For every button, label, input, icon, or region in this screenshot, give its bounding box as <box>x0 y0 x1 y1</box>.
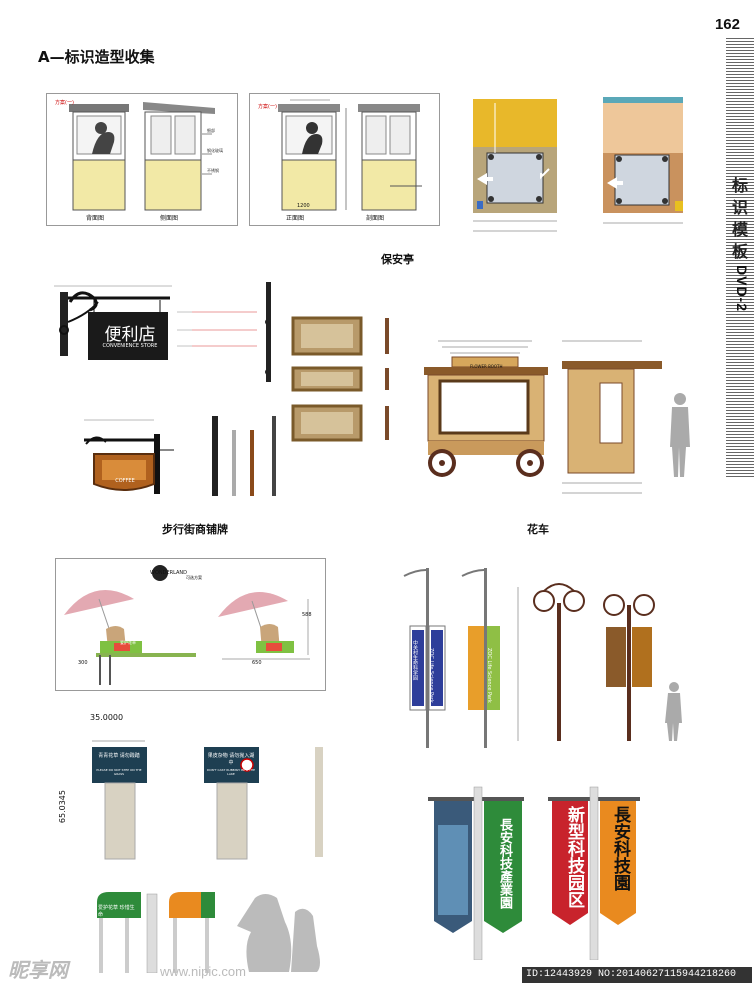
side-title-char: 标 <box>731 176 748 195</box>
umbrella-brand: WONDERLAND <box>150 570 188 576</box>
umbrella-sign-drawing: 可选方案 <box>55 558 326 691</box>
coffee-sign-drawing <box>50 410 300 510</box>
big-banner-orange-text: 長安科技園 <box>610 806 630 891</box>
watermark-url: www.nipic.com <box>160 964 246 979</box>
decorative-stripes <box>726 38 754 478</box>
svg-text:钢化玻璃: 钢化玻璃 <box>207 147 223 153</box>
page-number: 162 <box>714 16 740 33</box>
big-banner-green-text: 長安科技產業園 <box>497 818 512 909</box>
guard-booth-svg-2: 方案(一) <box>258 99 422 211</box>
section-caption-guard-booth: 保安亭 <box>381 253 414 266</box>
coffee-sign-label: COFFEE <box>115 478 135 484</box>
plan-yellow-svg <box>473 99 557 232</box>
shop-sign-drawing <box>42 272 287 392</box>
green-sign-text: 爱护花草 珍惜生命 <box>98 905 135 918</box>
lawn-sign-height: 65.0345 <box>58 790 67 824</box>
svg-text:方案(一): 方案(一) <box>258 103 277 110</box>
banner-right-en: ZOC Life Science Park <box>486 648 492 703</box>
shop-sign-subtext: CONVENIENCE STORE <box>102 343 158 349</box>
lawn-signs-drawing <box>75 735 335 860</box>
lamp-banners-svg <box>403 568 500 748</box>
shop-sign-text: 便利店 <box>104 325 156 345</box>
big-banner-red-text: 新型科技园区 <box>564 806 584 908</box>
guard-booth-drawing-back-side: 细部 钢化玻璃 不锈钢 方案(一) <box>46 93 238 226</box>
umbrella-dim: 650 <box>252 660 262 666</box>
flower-cart-drawing <box>410 333 700 513</box>
guard-booth-svg-1: 细部 钢化玻璃 不锈钢 方案(一) <box>55 99 223 211</box>
lawn-sign-1-en: PLEASE DO NOT STEP ON THE GRASS <box>96 768 142 776</box>
plan-orange-svg <box>603 97 683 224</box>
watermark-site: 昵享网 <box>8 960 68 982</box>
section-caption-flower-cart: 花车 <box>527 523 549 536</box>
lawn-sign-2-en: DON'T CAST RUBBISH INTO THE LAKE <box>206 768 256 776</box>
umbrella-note: 爱护花草 <box>120 640 136 645</box>
big-banners-drawing <box>420 785 650 961</box>
lawn-signs-svg <box>92 740 323 860</box>
green-signs-drawing <box>95 888 340 974</box>
lawn-sign-2-title: 果皮杂物 请勿抛入湖中 <box>207 753 255 766</box>
side-title-char: 模 <box>731 220 748 239</box>
svg-text:不锈钢: 不锈钢 <box>207 167 219 173</box>
wooden-plaques <box>289 310 399 445</box>
guard-booth-plan-yellow <box>465 93 565 238</box>
big-banners-svg <box>428 786 640 961</box>
side-title-char: 板 <box>731 242 748 261</box>
section-caption-street-sign: 步行街商铺牌 <box>162 523 228 536</box>
banner-left-en: ZOC Life Science Park <box>428 648 434 703</box>
cart-label: FLOWER BOOTH <box>470 364 503 369</box>
side-code: DVD-2 <box>734 265 750 313</box>
side-title-char: 识 <box>731 198 748 217</box>
lawn-sign-width: 35.0000 <box>90 713 124 722</box>
green-signs-svg <box>97 892 320 974</box>
booth-view-label: 剖面图 <box>366 215 385 222</box>
guard-booth-plan-orange <box>595 93 695 238</box>
flower-cart-svg <box>424 340 690 494</box>
lawn-sign-1-title: 青青花草 请勿践踏 <box>98 753 140 759</box>
umbrella-dim: 588 <box>302 612 312 618</box>
umbrella-sign-svg: 可选方案 <box>64 565 310 685</box>
umbrella-dim: 300 <box>78 660 88 666</box>
plaques-svg <box>291 316 389 442</box>
brown-lamp-drawing <box>510 575 700 747</box>
brown-lamp-svg <box>517 583 682 741</box>
shop-sign-svg <box>54 282 271 382</box>
svg-text:细部: 细部 <box>207 127 215 133</box>
coffee-sign-svg <box>84 416 276 496</box>
svg-text:可选方案: 可选方案 <box>186 574 202 580</box>
banner-left-cn: 中关村生命科学园 <box>412 640 418 680</box>
watermark-id: ID:12443929 NO:20140627115944218260 <box>522 967 752 983</box>
page-title: A—标识造型收集 <box>38 48 155 66</box>
booth-dim: 1200 <box>297 203 310 209</box>
side-title: 标 识 模 板 <box>728 175 752 263</box>
guard-booth-drawing-front-section: 方案(一) <box>249 93 440 226</box>
booth-view-label: 侧面图 <box>160 215 179 222</box>
booth-view-label: 背面图 <box>86 215 105 222</box>
booth-view-label: 正面图 <box>286 215 305 222</box>
lamp-banners-drawing <box>380 560 500 755</box>
svg-text:方案(一): 方案(一) <box>55 99 74 106</box>
